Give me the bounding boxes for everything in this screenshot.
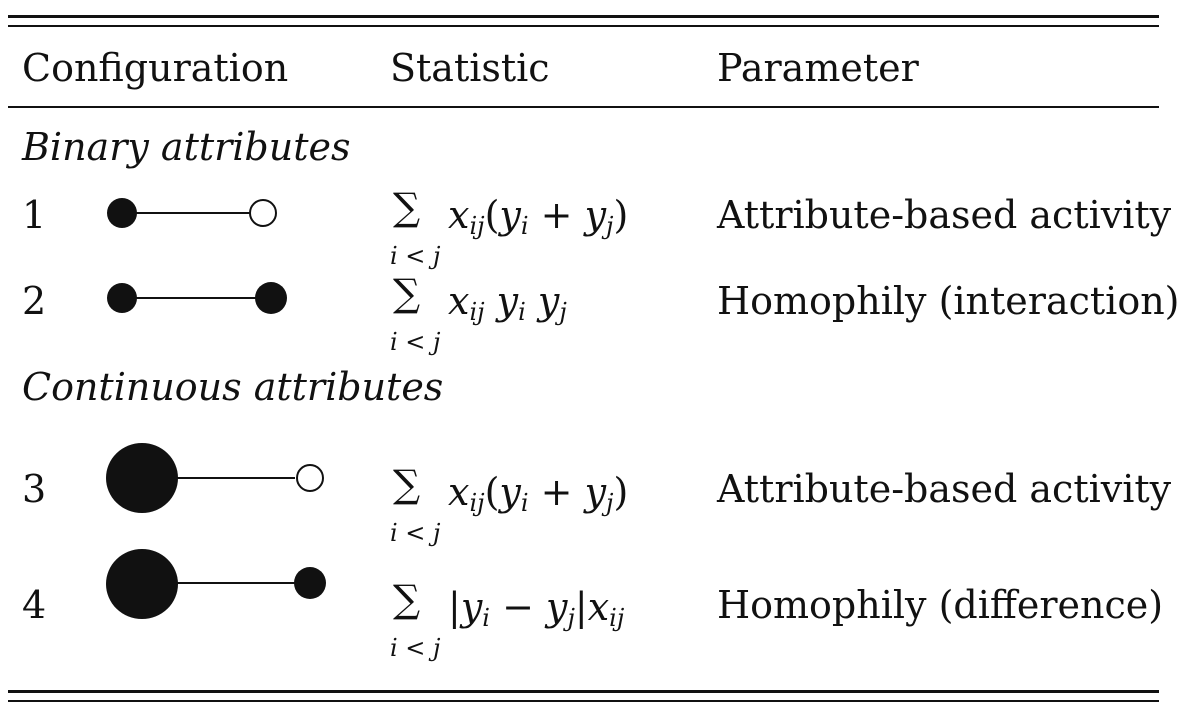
header-rule [8,106,1159,108]
filled-node-icon [107,198,137,228]
row-2-statistic: ∑ i < j xij yi yj [390,274,690,354]
sum-symbol: ∑ [393,462,421,506]
row-2-configuration-diagram [107,282,287,314]
filled-node-icon [255,282,287,314]
row-1-statistic: ∑ i < j xij(yi + yj) [390,188,690,268]
statistic-expression: xij(yi + yj) [448,470,629,517]
row-3-parameter: Attribute-based activity [717,467,1172,511]
row-4-index: 4 [22,583,47,627]
section-title-continuous: Continuous attributes [22,365,444,409]
sum-symbol: ∑ [393,271,421,315]
sum-limit: i < j [390,242,441,270]
row-2-index: 2 [22,279,47,323]
top-rule-2 [8,25,1159,27]
header-parameter: Parameter [717,46,919,90]
sum-symbol: ∑ [393,185,421,229]
sum-limit: i < j [390,328,441,356]
sum-limit: i < j [390,634,441,662]
row-3-index: 3 [22,467,47,511]
open-node-icon [296,464,324,492]
header-statistic: Statistic [390,46,550,90]
header-configuration: Configuration [22,46,289,90]
statistic-expression: xij yi yj [448,279,567,326]
row-3-statistic: ∑ i < j xij(yi + yj) [390,465,690,545]
open-node-icon [249,199,277,227]
row-1-index: 1 [22,193,47,237]
filled-node-icon [107,283,137,313]
bottom-rule-2 [8,700,1159,702]
bottom-rule-1 [8,690,1159,693]
row-4-configuration-diagram [106,549,326,619]
top-rule-1 [8,15,1159,18]
statistic-expression: |yi − yj|xij [448,585,625,632]
statistic-expression: xij(yi + yj) [448,193,629,240]
row-4-statistic: ∑ i < j |yi − yj|xij [390,580,690,660]
row-2-parameter: Homophily (interaction) [717,279,1180,323]
row-3-configuration-diagram [106,443,324,513]
sum-symbol: ∑ [393,577,421,621]
large-filled-node-icon [106,549,178,619]
sum-limit: i < j [390,519,441,547]
row-1-parameter: Attribute-based activity [717,193,1172,237]
filled-node-icon [294,567,326,599]
row-4-parameter: Homophily (difference) [717,583,1164,627]
large-filled-node-icon [106,443,178,513]
row-1-configuration-diagram [107,198,277,228]
section-title-binary: Binary attributes [22,125,351,169]
